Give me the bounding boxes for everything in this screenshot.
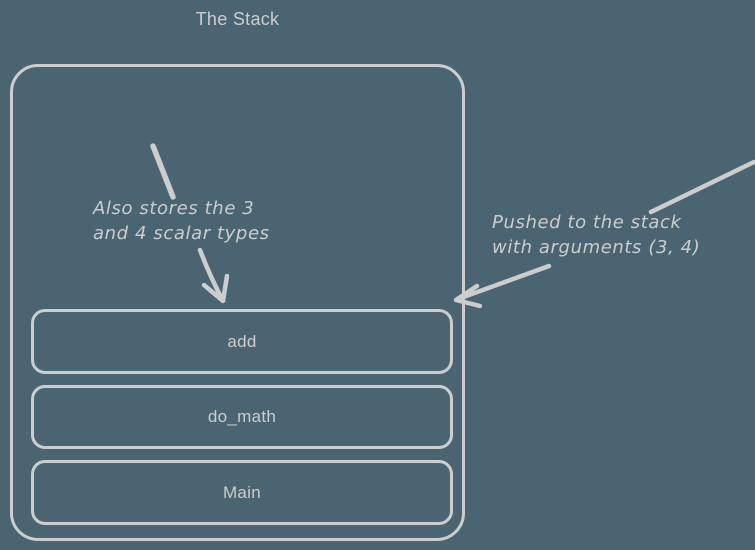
stack-frame-main: Main xyxy=(31,460,453,525)
stack-frame-main-label: Main xyxy=(222,482,262,502)
stack-frame-do-math: do_math xyxy=(31,385,453,449)
stack-frame-do-math-label: do_math xyxy=(207,407,277,426)
stack-frame-add: add xyxy=(31,309,453,374)
push-arguments-annotation: Pushed to the stack with arguments (3, 4… xyxy=(492,210,700,260)
diagram-title: The Stack xyxy=(195,9,280,29)
push-note-arrow-upper-icon xyxy=(648,159,755,215)
scalar-types-annotation-line1: Also stores the 3 xyxy=(93,198,255,219)
scalar-types-annotation: Also stores the 3 and 4 scalar types xyxy=(93,196,270,246)
push-arguments-annotation-line2: with arguments (3, 4) xyxy=(492,237,701,258)
push-note-arrow-lower-icon xyxy=(455,263,552,302)
push-arguments-annotation-line1: Pushed to the stack xyxy=(492,212,682,233)
scalar-types-annotation-line2: and 4 scalar types xyxy=(93,223,270,244)
stack-container: add do_math Main xyxy=(10,64,465,541)
stack-frame-add-label: add xyxy=(227,331,257,351)
